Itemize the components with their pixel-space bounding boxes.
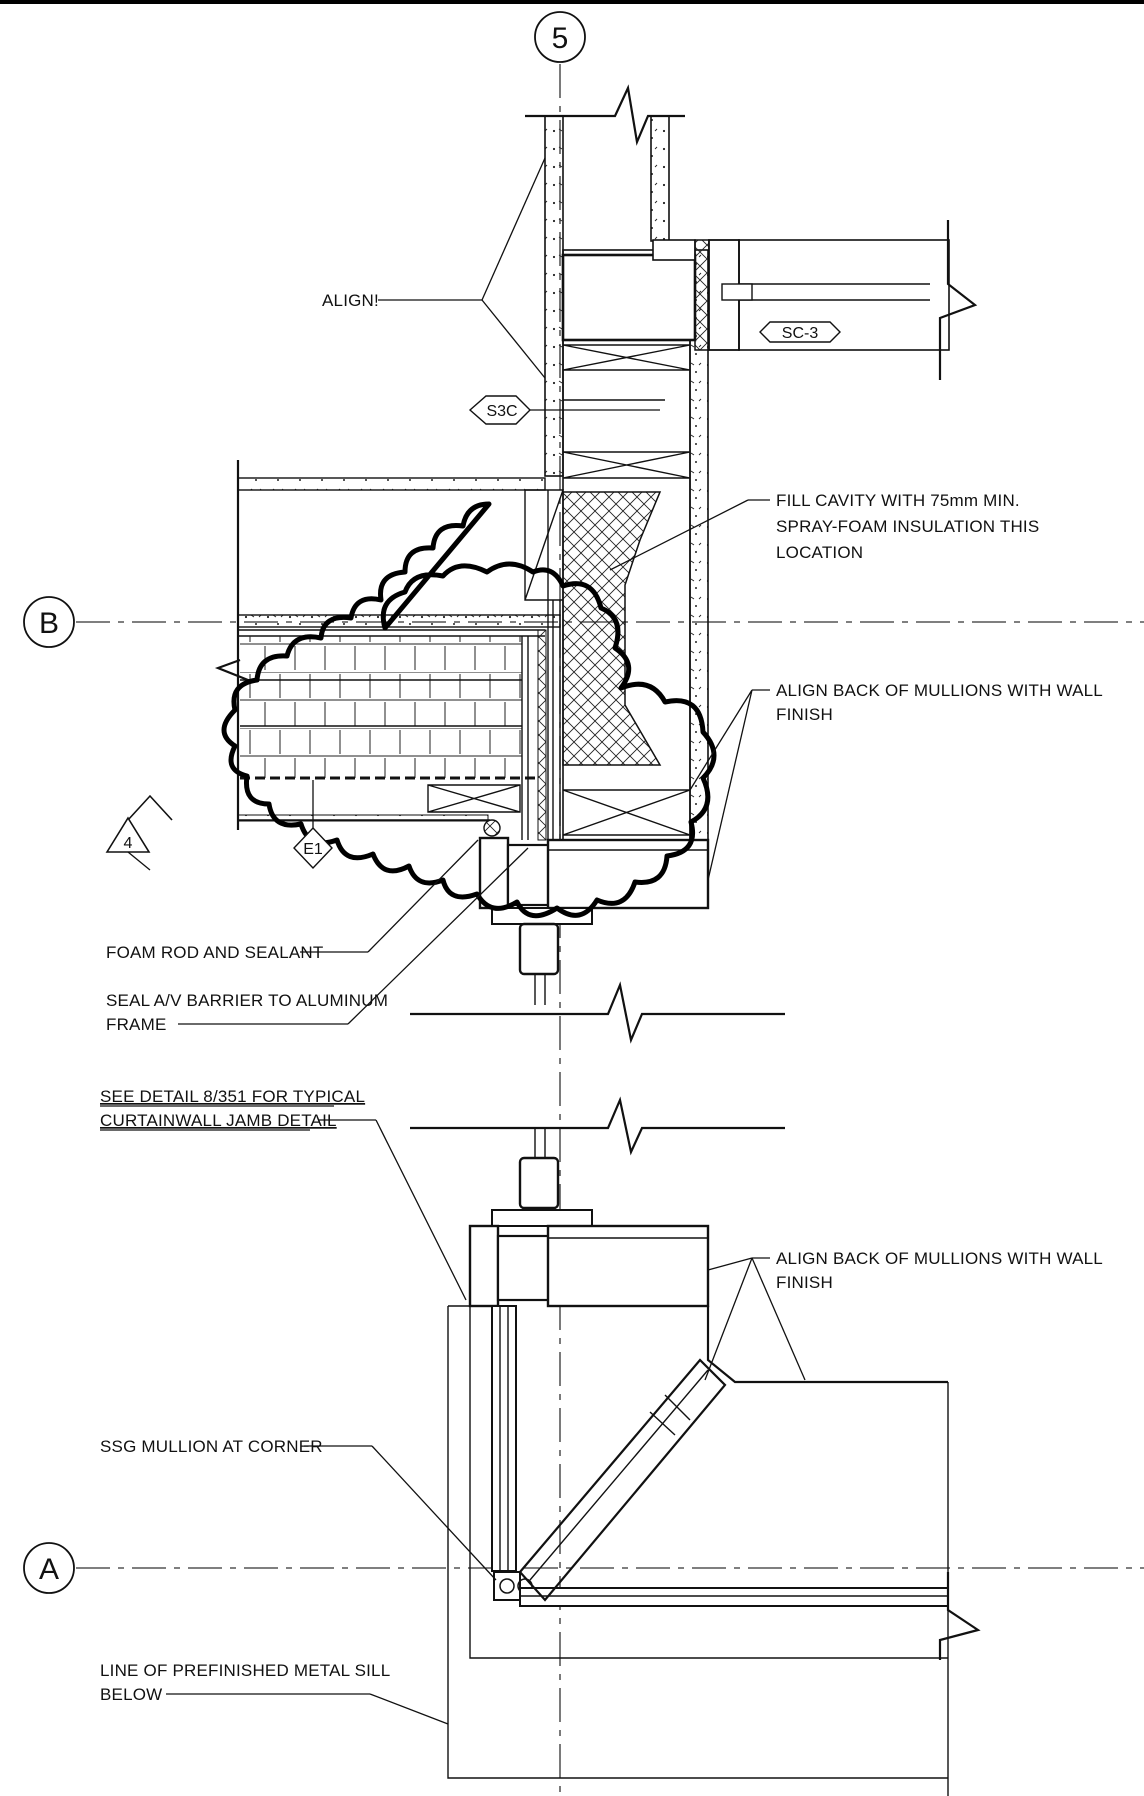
- note-line-of-sill-line1: LINE OF PREFINISHED METAL SILL: [100, 1661, 390, 1680]
- note-line-of-sill-line2: BELOW: [100, 1685, 162, 1704]
- note-fill-cavity: FILL CAVITY WITH 75mm MIN. SPRAY-FOAM IN…: [609, 491, 1039, 571]
- wall-tag-e1-label: E1: [303, 841, 323, 858]
- grid-bubble-5-label: 5: [552, 22, 569, 55]
- note-ssg-mullion-text: SSG MULLION AT CORNER: [100, 1437, 323, 1456]
- note-align: ALIGN!: [322, 157, 546, 379]
- note-fill-cavity-line3: LOCATION: [776, 543, 863, 562]
- grid-bubble-a-label: A: [39, 1553, 59, 1586]
- note-seal-av-line2: FRAME: [106, 1015, 167, 1034]
- revision-delta-4: 4: [105, 794, 173, 871]
- note-align-mullions-lower: ALIGN BACK OF MULLIONS WITH WALL FINISH: [704, 1249, 1103, 1381]
- note-fill-cavity-line1: FILL CAVITY WITH 75mm MIN.: [776, 491, 1020, 510]
- grid-bubble-b-label: B: [39, 607, 59, 640]
- note-seal-av: SEAL A/V BARRIER TO ALUMINUM FRAME: [106, 847, 529, 1034]
- note-align-mullions-upper-line2: FINISH: [776, 705, 833, 724]
- note-align-mullions-upper-line1: ALIGN BACK OF MULLIONS WITH WALL: [776, 681, 1103, 700]
- note-ssg-mullion: SSG MULLION AT CORNER: [100, 1437, 497, 1581]
- note-align-text: ALIGN!: [322, 291, 379, 310]
- note-see-detail-line2: CURTAINWALL JAMB DETAIL: [100, 1111, 337, 1130]
- note-align-mullions-lower-line2: FINISH: [776, 1273, 833, 1292]
- wall-tag-s3c-label: S3C: [486, 403, 517, 420]
- break-line-mid: [410, 981, 785, 1044]
- window-tag-sc3: SC-3: [759, 321, 841, 343]
- note-seal-av-line1: SEAL A/V BARRIER TO ALUMINUM: [106, 991, 388, 1010]
- note-see-detail: SEE DETAIL 8/351 FOR TYPICAL CURTAINWALL…: [100, 1087, 467, 1301]
- revision-cloud: [221, 501, 717, 919]
- note-align-mullions-upper: ALIGN BACK OF MULLIONS WITH WALL FINISH: [689, 681, 1103, 881]
- note-see-detail-line1: SEE DETAIL 8/351 FOR TYPICAL: [100, 1087, 365, 1106]
- grid-bubble-5: 5: [534, 11, 586, 63]
- upper-wall-section: [524, 84, 709, 841]
- note-align-mullions-lower-line1: ALIGN BACK OF MULLIONS WITH WALL: [776, 1249, 1103, 1268]
- grid-bubble-a: A: [23, 1542, 75, 1594]
- wall-tag-e1: E1: [293, 780, 333, 870]
- lower-corner-mullion: [447, 1128, 981, 1796]
- window-tag-sc3-label: SC-3: [782, 325, 819, 342]
- revision-delta-label: 4: [124, 835, 133, 852]
- roof-assembly: [214, 460, 561, 841]
- upper-mullion: [478, 819, 710, 1005]
- note-line-of-sill: LINE OF PREFINISHED METAL SILL BELOW: [100, 1661, 449, 1725]
- break-line-lower: [410, 1096, 785, 1156]
- grid-bubble-b: B: [23, 596, 75, 648]
- note-foam-rod: FOAM ROD AND SEALANT: [106, 839, 479, 962]
- window-frame-sc3: [694, 220, 978, 380]
- note-fill-cavity-line2: SPRAY-FOAM INSULATION THIS: [776, 517, 1039, 536]
- note-foam-rod-text: FOAM ROD AND SEALANT: [106, 943, 323, 962]
- wall-tag-s3c: S3C: [468, 395, 660, 425]
